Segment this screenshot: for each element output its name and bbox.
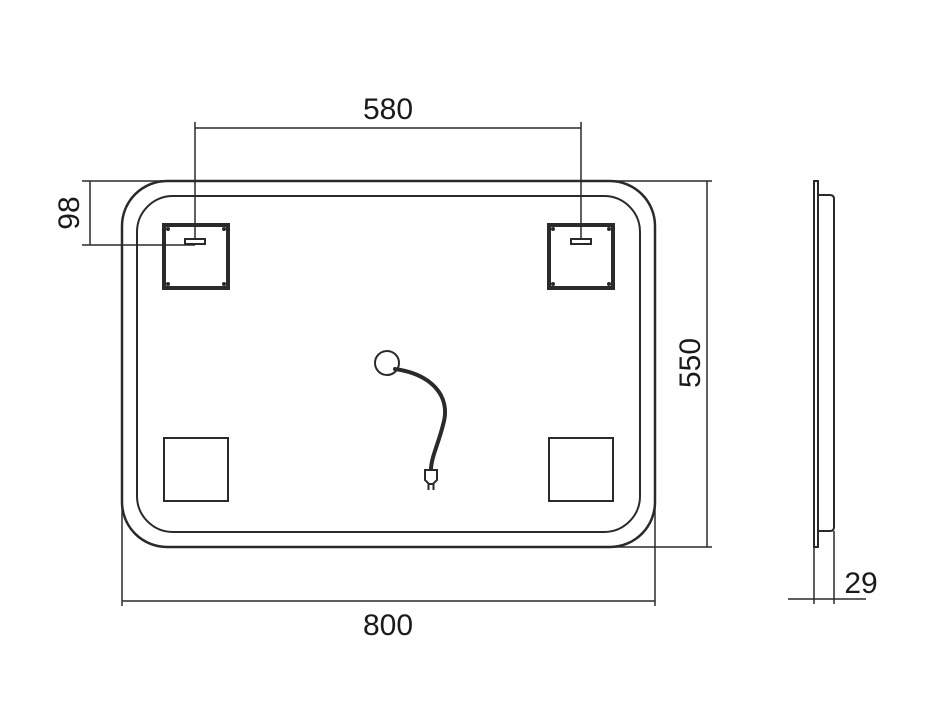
dimension-mount-offset: 98: [53, 180, 195, 246]
side-view: [813, 180, 835, 548]
dimension-depth: 29: [788, 531, 878, 604]
side-view-frame: [818, 194, 835, 532]
side-view-glass: [813, 180, 819, 548]
mirror-outer-outline: [120, 179, 657, 549]
pad-bottom-right: [548, 437, 614, 502]
pad-bottom-left: [163, 437, 229, 502]
plug-icon: [424, 469, 438, 485]
mirror-inner-outline: [136, 195, 641, 533]
dimension-mount-spacing: 580: [194, 93, 582, 240]
dimension-label-width: 800: [363, 609, 413, 642]
mounting-bracket-top-left: [162, 223, 230, 290]
dimension-label-mount-offset: 98: [53, 196, 86, 229]
dimension-width: 800: [121, 500, 656, 642]
dimension-label-mount-spacing: 580: [363, 93, 413, 126]
dimension-height: 550: [600, 180, 712, 548]
dimension-label-depth: 29: [844, 567, 877, 600]
power-cable: [374, 350, 447, 490]
dimension-label-height: 550: [674, 338, 707, 388]
